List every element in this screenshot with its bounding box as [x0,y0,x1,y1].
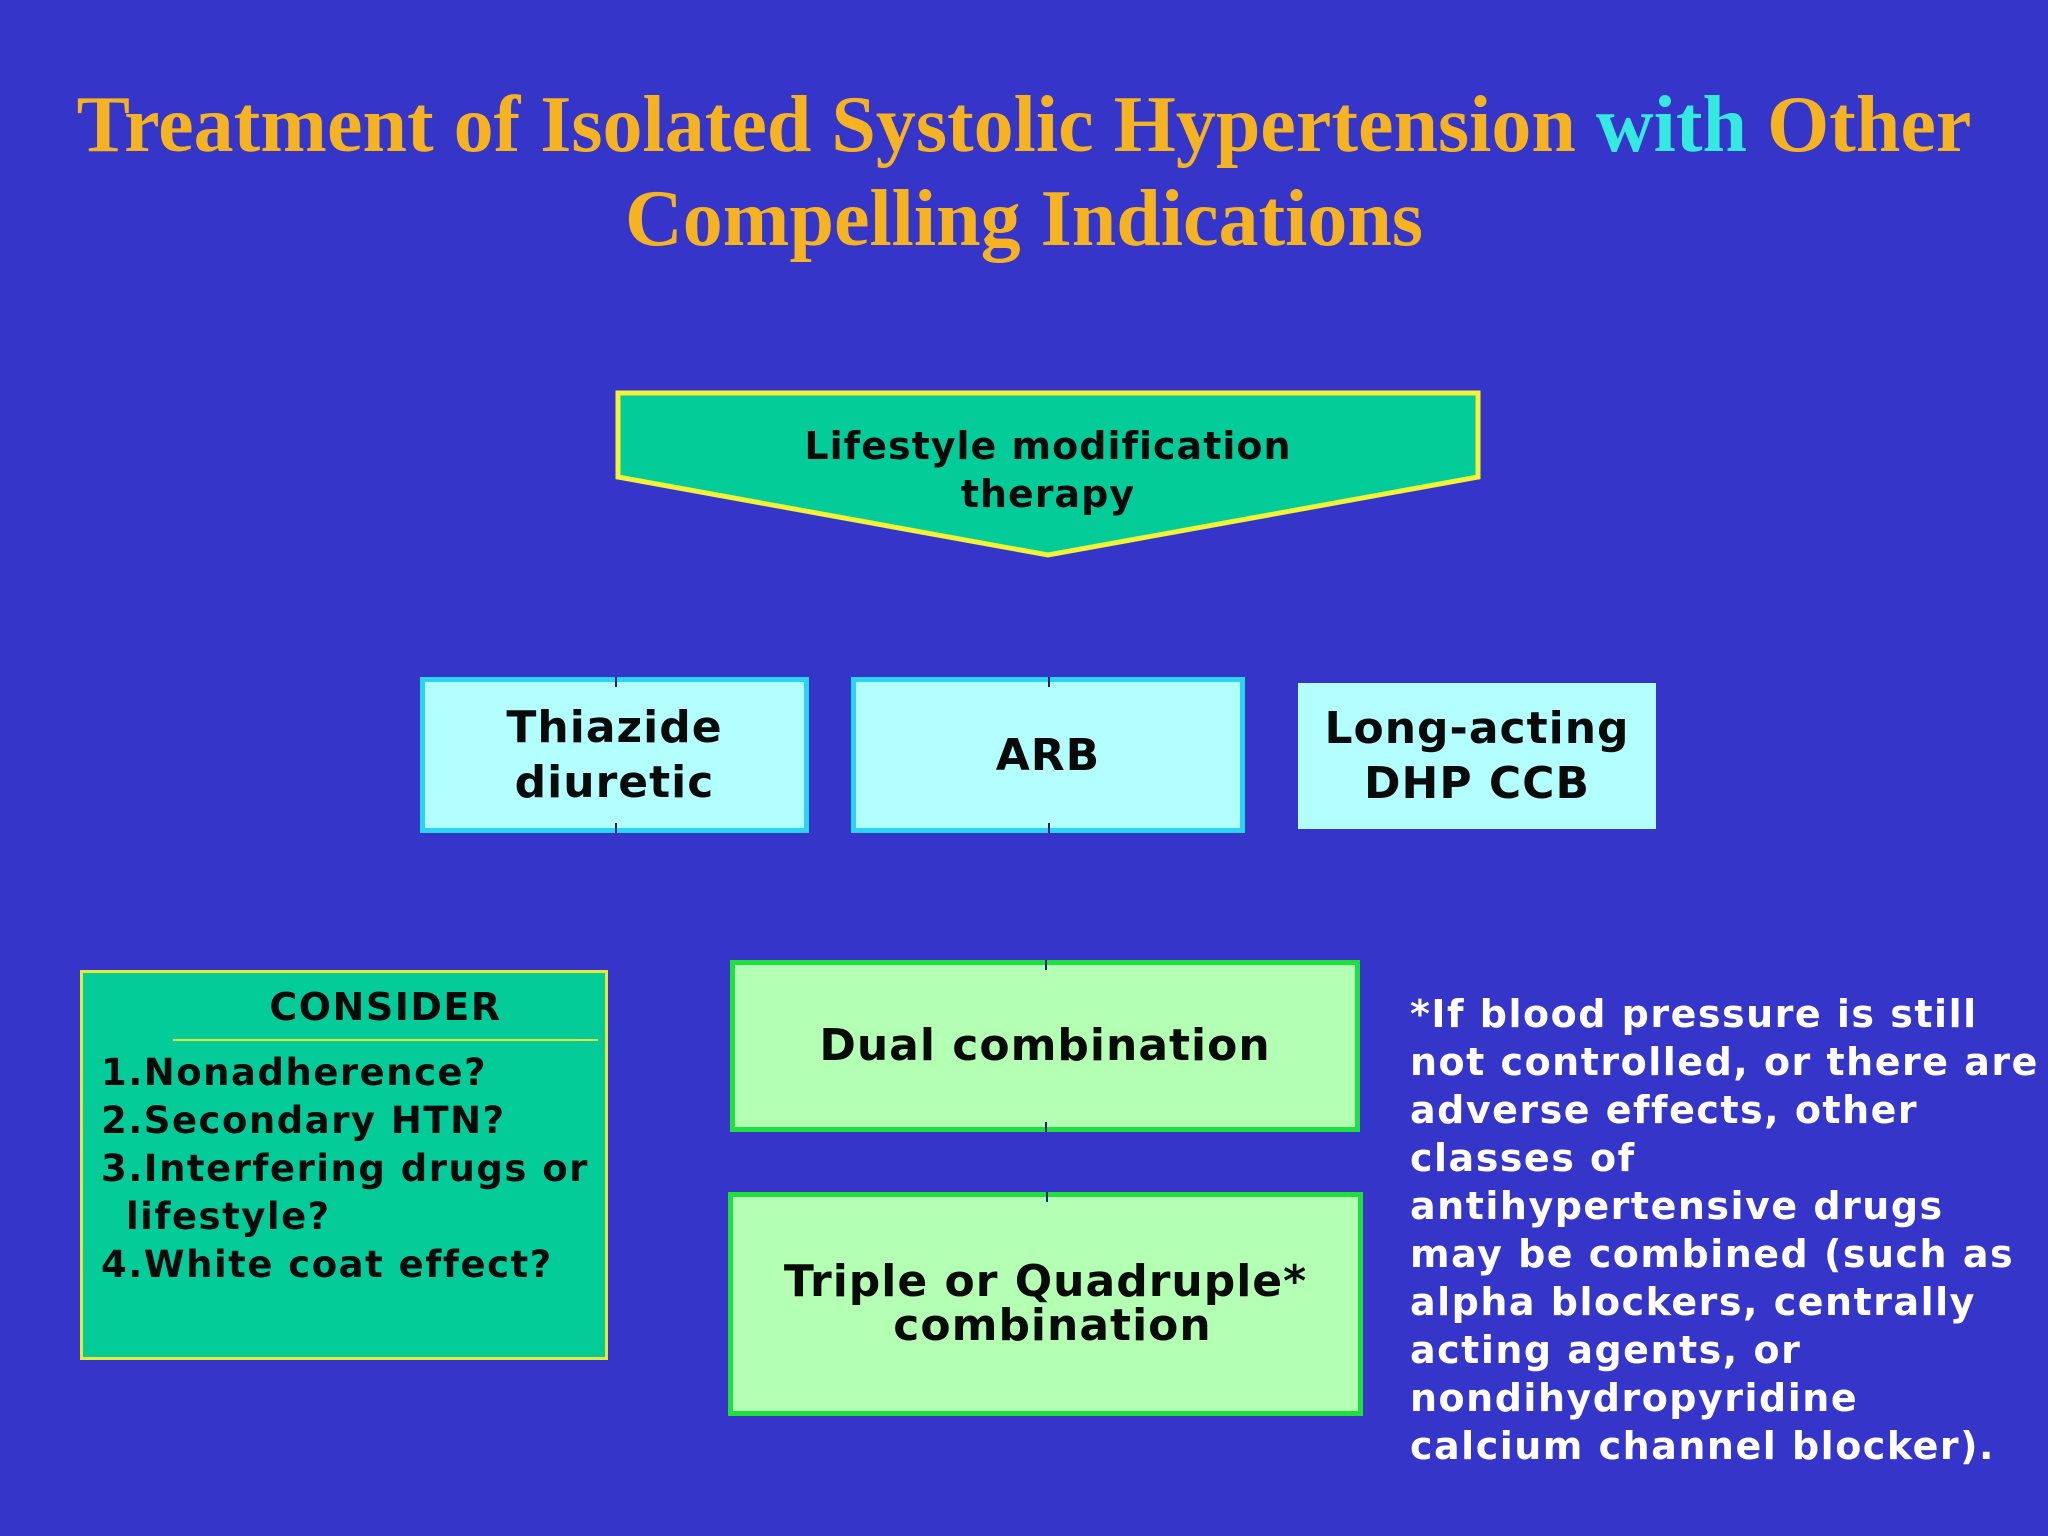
footnote-line: adverse effects, other [1410,1088,1919,1132]
consider-item-continuation: lifestyle? [126,1195,331,1238]
footnote-line: acting agents, or [1410,1328,1802,1372]
consider-divider [173,1039,598,1041]
footnote-line: alpha blockers, centrally [1410,1280,1976,1324]
footnote-line: antihypertensive drugs [1410,1184,1944,1228]
title-text-part2: Other [1746,81,1972,169]
thiazide-diuretic-box: Thiazide diuretic [420,677,809,833]
consider-box: CONSIDER 1.Nonadherence? 2.Secondary HTN… [80,970,608,1360]
triple-label-line2: combination [893,1300,1212,1351]
dhp-ccb-box: Long-acting DHP CCB [1298,683,1656,829]
connector-tick [1045,1192,1048,1202]
thiazide-label-line1: Thiazide [506,702,723,753]
chevron-down-arrow-shape [615,390,1481,558]
ccb-label-line1: Long-acting [1324,703,1630,754]
footnote-line: classes of [1410,1136,1636,1180]
connector-tick [614,823,617,833]
connector-tick [614,677,617,687]
dual-combination-label: Dual combination [819,1020,1271,1071]
consider-item: 4.White coat effect? [101,1243,553,1286]
consider-heading: CONSIDER [269,985,502,1029]
slide-title-line1: Treatment of Isolated Systolic Hypertens… [0,78,2048,172]
dual-combination-box: Dual combination [730,960,1360,1132]
arb-box: ARB [851,677,1245,833]
connector-tick [1048,823,1050,833]
arb-label: ARB [995,729,1101,781]
connector-tick [1045,960,1047,970]
footnote-line: not controlled, or there are [1410,1040,2039,1084]
slide-title-line2: Compelling Indications [625,175,1423,263]
title-text-part1: Treatment of Isolated Systolic Hypertens… [76,81,1596,169]
footnote-line: calcium channel blocker). [1410,1424,1995,1468]
footnote-line: *If blood pressure is still [1410,992,1978,1036]
triple-quadruple-combination-box: Triple or Quadruple* combination [728,1192,1363,1416]
ccb-label-line2: DHP CCB [1363,758,1591,809]
consider-list: 1.Nonadherence? 2.Secondary HTN? 3.Inter… [101,1049,601,1289]
title-text-accent: with [1595,81,1747,169]
lifestyle-label-line1: Lifestyle modification [804,424,1292,468]
footnote-text: *If blood pressure is still not controll… [1410,990,2039,1470]
lifestyle-modification-label: Lifestyle modification therapy [615,422,1481,518]
consider-item: 2.Secondary HTN? [101,1099,506,1142]
connector-tick [1045,1122,1047,1132]
footnote-line: may be combined (such as [1410,1232,2015,1276]
triple-label-line1: Triple or Quadruple* [783,1256,1308,1307]
slide-title: Treatment of Isolated Systolic Hypertens… [0,78,2048,266]
lifestyle-label-line2: therapy [960,472,1136,516]
consider-item: 1.Nonadherence? [101,1051,488,1094]
footnote-line: nondihydropyridine [1410,1376,1859,1420]
consider-item: 3.Interfering drugs or [101,1147,589,1190]
thiazide-label-line2: diuretic [514,757,715,808]
lifestyle-modification-arrow: Lifestyle modification therapy [615,390,1481,560]
connector-tick [1048,677,1050,687]
